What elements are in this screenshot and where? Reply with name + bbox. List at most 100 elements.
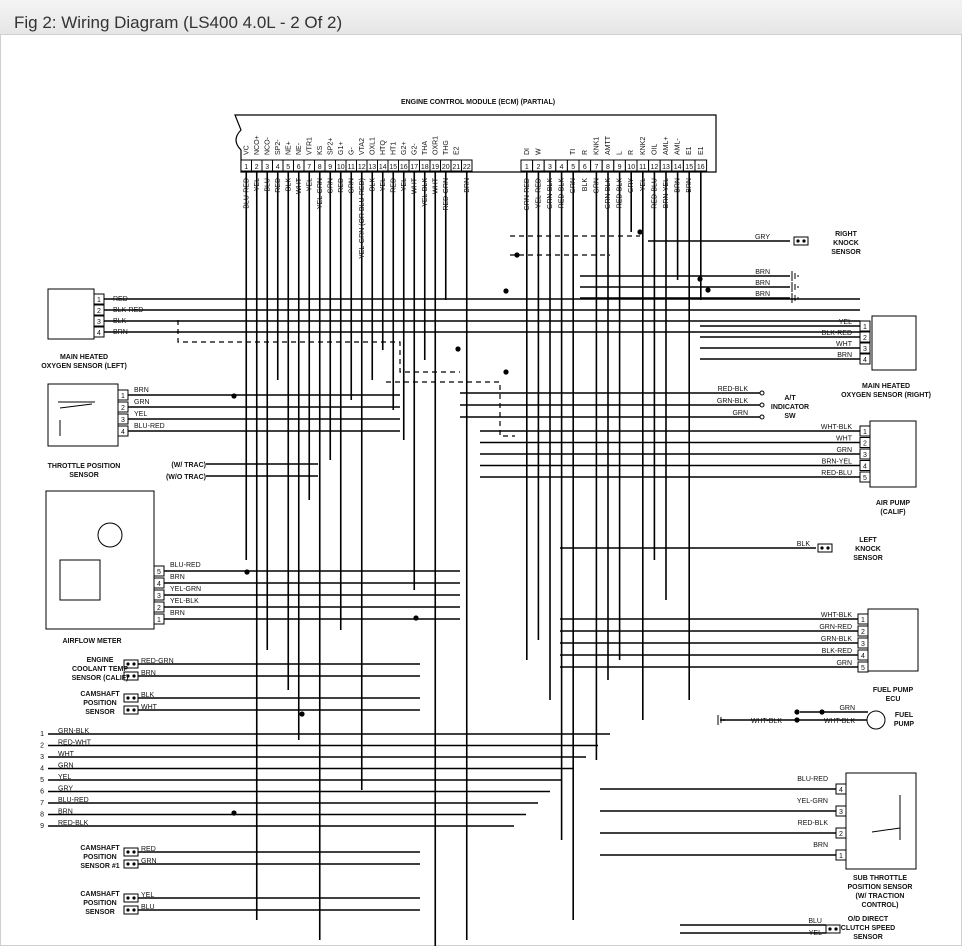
ecm-wire-label: YEL <box>306 178 313 191</box>
ecm-wire-label: BLK <box>582 178 589 192</box>
sub-tps-label: CONTROL) <box>862 902 899 909</box>
plug-pin <box>132 850 136 854</box>
plug-pin <box>828 927 832 931</box>
wire-color-label: YEL <box>58 774 71 781</box>
pin-number: 4 <box>863 357 867 364</box>
pin-number: 4 <box>121 429 125 436</box>
pin-number: 5 <box>157 569 161 576</box>
air-pump-pin <box>859 460 871 471</box>
plug-connector <box>123 693 139 703</box>
pin-number: 6 <box>297 164 301 171</box>
cam1-sensor-label: CAMSHAFT <box>80 845 120 852</box>
left-connector-pin-number: 2 <box>40 743 44 750</box>
ecm-wire-label: BRN <box>686 178 693 193</box>
wire-color-label: GRN <box>134 399 150 406</box>
ecm-pin-label: G1+ <box>338 142 345 155</box>
pin-number: 4 <box>863 464 867 471</box>
fuel-pump-ecu-label: FUEL PUMP <box>873 687 914 694</box>
ecm-wire-label: GRN <box>570 178 577 194</box>
pin-number: 13 <box>662 164 670 171</box>
ground-symbol <box>791 293 799 303</box>
ecm-pin-label: KNK1 <box>593 137 600 155</box>
tps-pin <box>117 413 129 425</box>
ecm-pin-label: NCO- <box>264 136 271 155</box>
ecm-pin-label: L <box>617 151 624 155</box>
ground-symbol <box>791 271 799 281</box>
plug-pin <box>126 662 130 666</box>
wire-color-label: YEL-GRN <box>170 586 201 593</box>
pin-number: 2 <box>97 308 101 315</box>
pin-number: 17 <box>410 164 418 171</box>
plug-pin <box>834 927 838 931</box>
ecm-wire-label: GRN-BLK <box>547 178 554 209</box>
pin-number: 5 <box>286 164 290 171</box>
airflow-meter-label: AIRFLOW METER <box>62 638 121 645</box>
wire-color-label: RED-GRN <box>141 658 174 665</box>
wire-color-label: BRN <box>141 670 156 677</box>
pin-number: 10 <box>627 164 635 171</box>
wire-color-label: BRN <box>170 610 185 617</box>
wire-color-label: BRN <box>755 280 770 287</box>
pin-number: 12 <box>358 164 366 171</box>
wire-color-label: YEL <box>839 319 852 326</box>
tps-pin <box>117 389 129 401</box>
wire-color-label: BRN <box>113 329 128 336</box>
ecm-wire-label: RED-BLK <box>617 178 624 209</box>
wire-color-label: WHT <box>58 751 75 758</box>
ecm-pin-label: R <box>582 150 589 155</box>
sub-tps-label: (W/ TRACTION <box>856 893 905 900</box>
figure-title-bar: Fig 2: Wiring Diagram (LS400 4.0L - 2 Of… <box>0 0 962 35</box>
pin-number: 7 <box>594 164 598 171</box>
ecm-pin-label: G- <box>348 147 355 155</box>
ect-sensor-label: ENGINE <box>87 657 114 664</box>
wire-color-label: GRN <box>58 763 74 770</box>
ecm-wire-label: RED-BLU <box>651 178 658 209</box>
ecm-wire-label: YEL-GRN <box>317 178 324 209</box>
ecm-pin-label: SP2+ <box>327 138 334 155</box>
splice-dot <box>244 569 250 575</box>
fuel-pump-motor <box>866 710 886 730</box>
left-connector-pin-number: 7 <box>40 800 44 807</box>
splice-dot <box>299 711 305 717</box>
pin-number: 4 <box>276 164 280 171</box>
pin-number: 1 <box>157 617 161 624</box>
wire-color-label: BRN <box>134 387 149 394</box>
wire-color-label: BLU-RED <box>58 797 89 804</box>
oxy-right-pin <box>859 342 871 354</box>
oxy-right-sensor-label: MAIN HEATED <box>862 383 910 390</box>
wire-color-label: WHT-BLK <box>824 718 855 725</box>
pin-number: 1 <box>861 617 865 624</box>
sub-tps-pin <box>835 827 847 839</box>
afm-pin <box>153 565 165 577</box>
oxy-right-sensor-body <box>871 315 917 371</box>
wire-color-label: RED-WHT <box>58 740 92 747</box>
wire-color-label: BLU-RED <box>134 423 165 430</box>
ecm-wire-label: BRN <box>464 178 471 193</box>
wire-color-label: BRN <box>58 809 73 816</box>
splice-dot <box>705 287 711 293</box>
airflow-meter-module <box>59 559 101 601</box>
plug-pin <box>820 546 824 550</box>
splice-dot <box>455 346 461 352</box>
ecm-pin-label: R <box>628 150 635 155</box>
plug-pin <box>132 896 136 900</box>
splice-dot <box>503 288 509 294</box>
wire-color-label: YEL-BLK <box>170 598 199 605</box>
ecm-wire-label: WHT <box>432 177 439 194</box>
ecm-pin-label: NE- <box>296 142 303 155</box>
cam1-sensor-label: SENSOR #1 <box>80 863 119 870</box>
plug-connector <box>123 893 139 903</box>
sub-tps-label: POSITION SENSOR <box>848 884 913 891</box>
oxy-right-pin <box>859 331 871 343</box>
plug-pin <box>126 696 130 700</box>
air-pump-pin <box>859 471 871 483</box>
tps-label: SENSOR <box>69 472 99 479</box>
dashed-wire <box>177 320 460 373</box>
pin-number: 11 <box>639 164 646 171</box>
splice-dot <box>413 615 419 621</box>
pin-number: 1 <box>863 429 867 436</box>
air-pump-label: (CALIF) <box>880 509 905 516</box>
ect-sensor-label: COOLANT TEMP <box>72 666 128 673</box>
wire-color-label: BLU <box>141 904 155 911</box>
